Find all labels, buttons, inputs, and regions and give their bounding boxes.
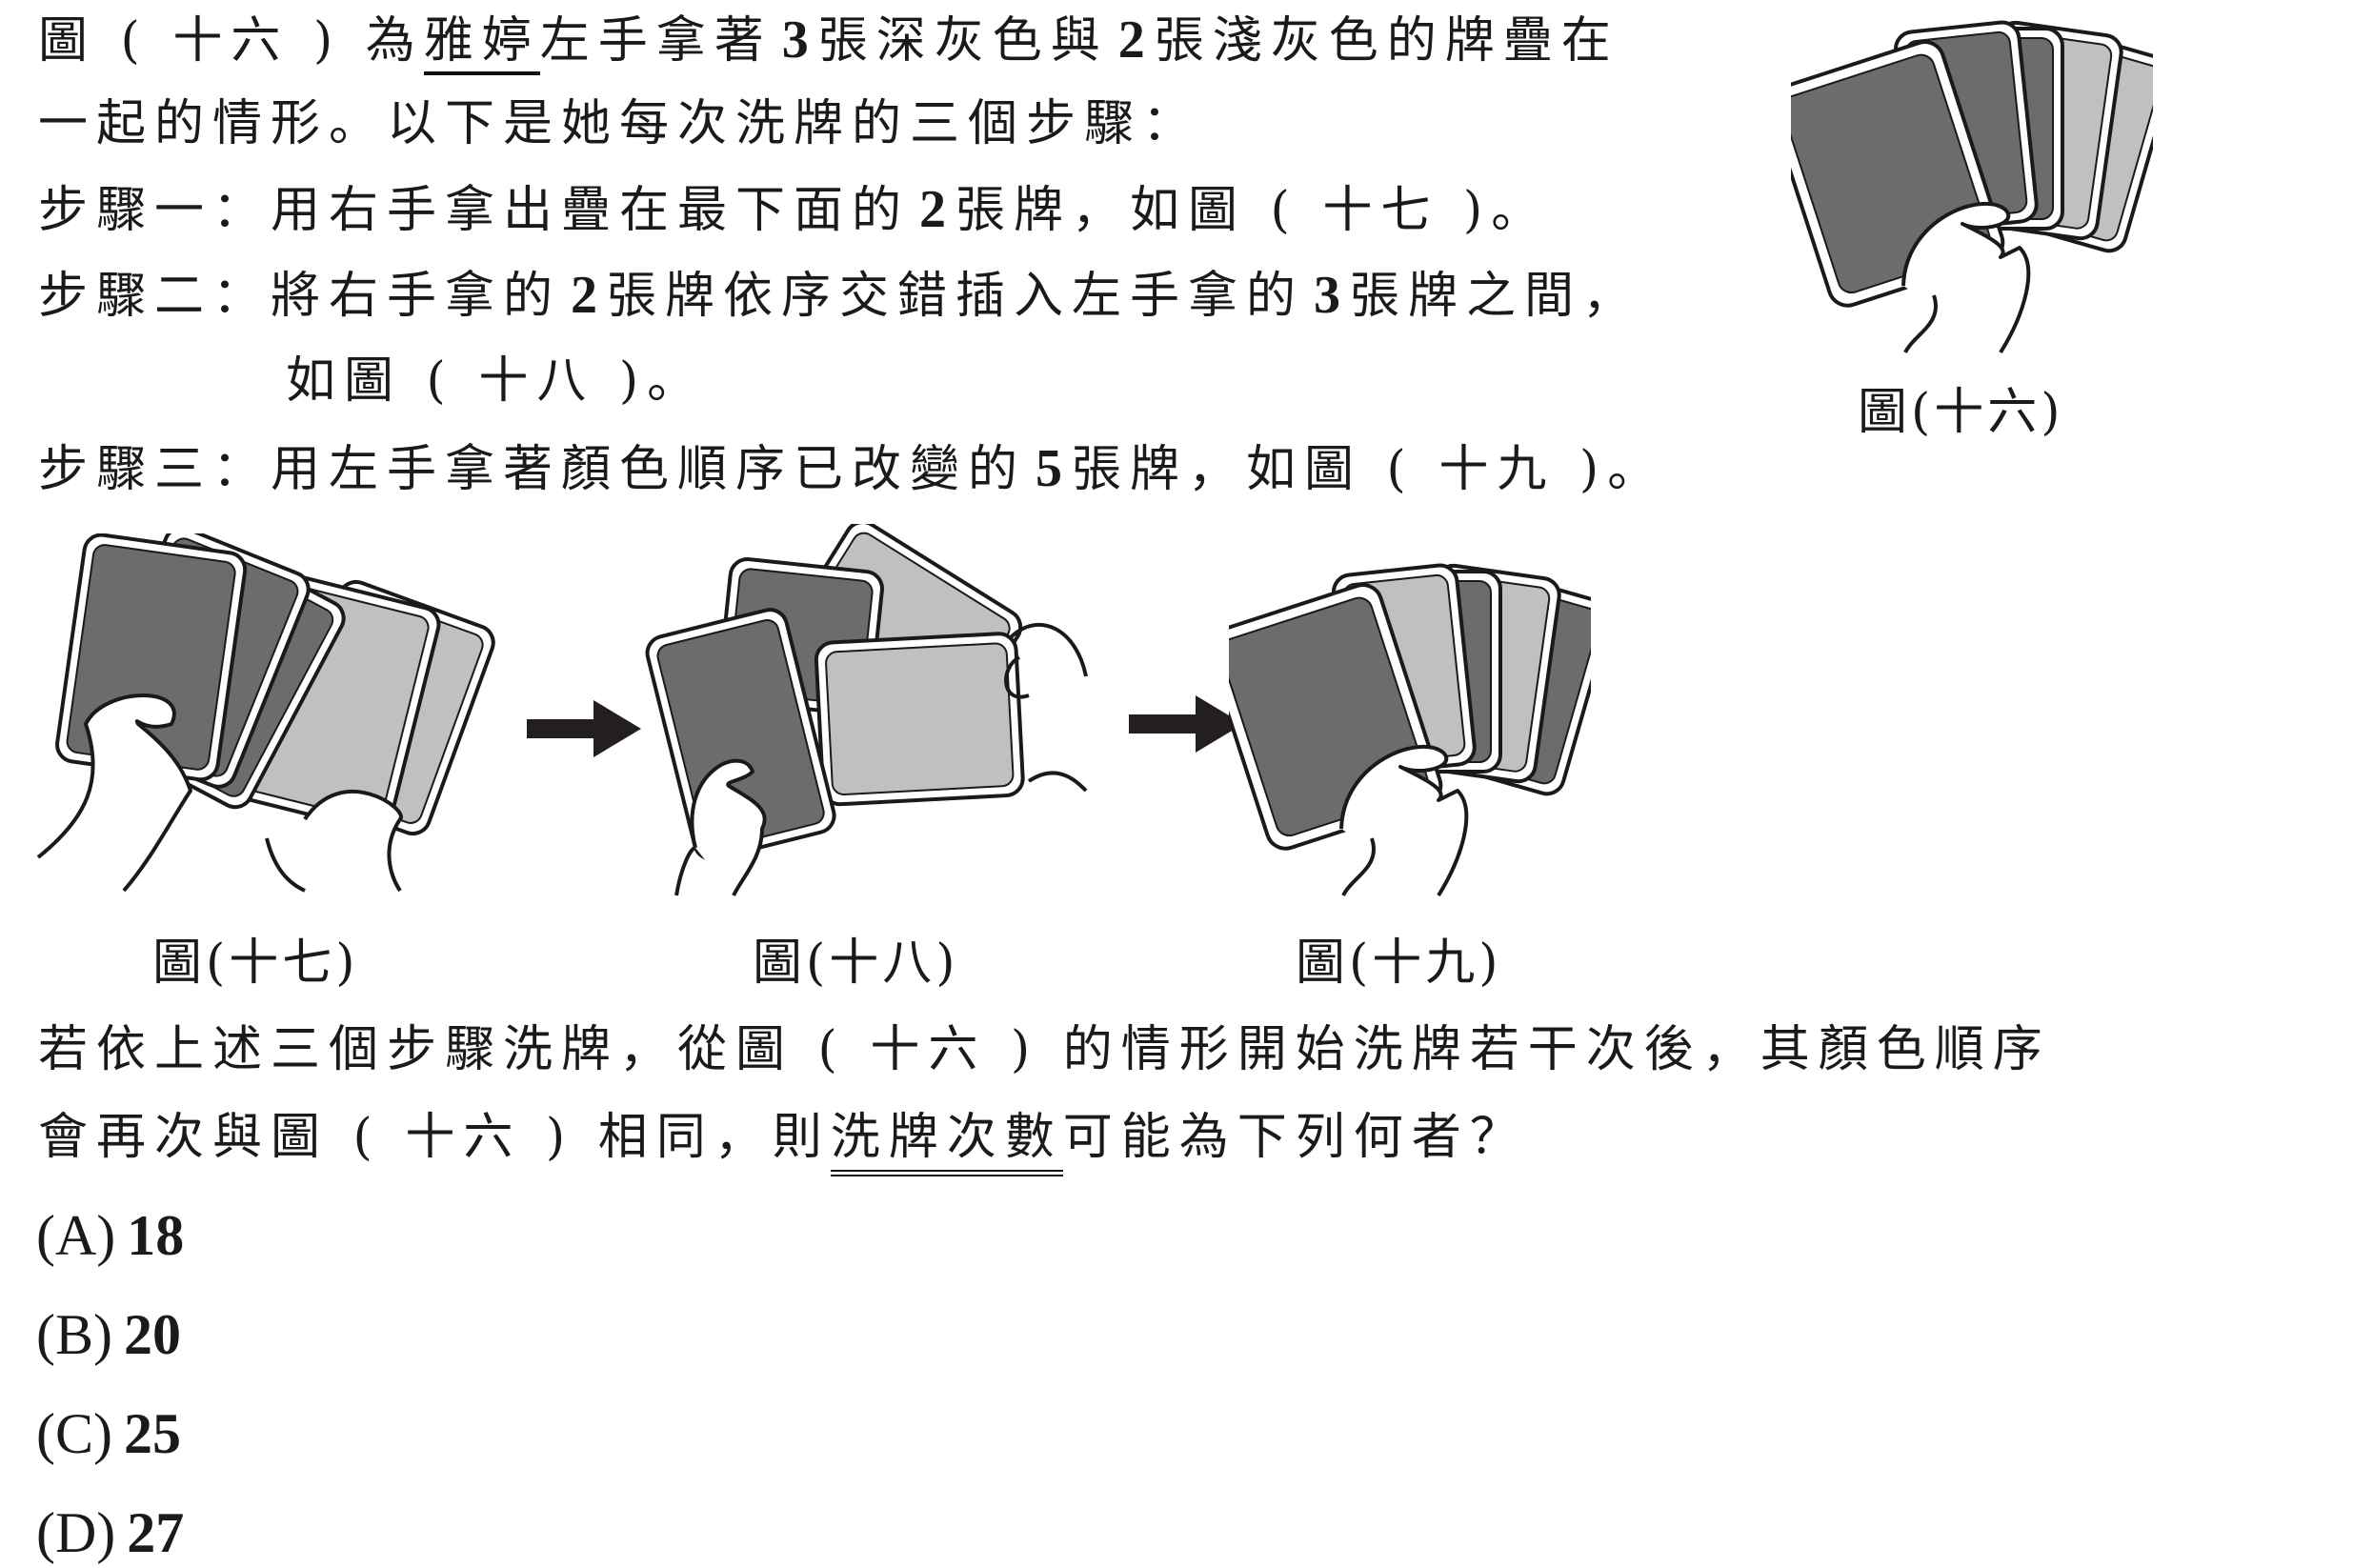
step-number: 3 <box>1314 266 1341 325</box>
figure-19-caption: 圖(十九) <box>1296 935 1502 992</box>
figure-16-illustration <box>1791 20 2153 354</box>
figure-16-caption: 圖(十六) <box>1858 384 2064 441</box>
option-label: (A) <box>36 1204 116 1267</box>
figure-17-illustration <box>36 533 495 893</box>
intro-text: 張淺灰色的牌疊在 <box>1154 12 1619 70</box>
arrow-right-icon <box>1129 695 1243 753</box>
step-text: 張牌依序交錯插入左手拿的 <box>607 268 1305 325</box>
step-number: 2 <box>571 266 598 325</box>
option-b[interactable]: (B)20 <box>36 1301 181 1368</box>
option-value: 27 <box>127 1501 185 1564</box>
option-value: 25 <box>123 1402 181 1465</box>
intro-text: 左手拿著 <box>539 12 773 70</box>
step-label: 步驟二： <box>38 268 272 325</box>
question-text: 可能為下列何者？ <box>1062 1109 1528 1166</box>
option-c[interactable]: (C)25 <box>36 1400 181 1467</box>
person-name: 雅婷 <box>423 12 540 75</box>
step-text: 張牌，如圖 ( 十七 )。 <box>955 182 1550 239</box>
step-text: 用右手拿出疊在最下面的 <box>271 182 911 239</box>
figure-17-caption: 圖(十七) <box>152 935 359 992</box>
step-number: 5 <box>1036 439 1063 498</box>
arrow-right-icon <box>527 700 641 757</box>
intro-line-2: 一起的情形。以下是她每次洗牌的三個步驟： <box>38 95 1201 152</box>
emphasized-term: 洗牌次數 <box>830 1109 1063 1176</box>
option-d[interactable]: (D)27 <box>36 1499 184 1566</box>
light-count: 2 <box>1117 10 1145 70</box>
option-a[interactable]: (A)18 <box>36 1202 184 1269</box>
option-label: (C) <box>36 1402 112 1465</box>
option-value: 18 <box>127 1204 185 1267</box>
intro-text: 張深灰色與 <box>817 12 1109 70</box>
dark-count: 3 <box>781 10 809 70</box>
option-label: (D) <box>36 1501 116 1564</box>
question-text: 會再次與圖 ( 十六 ) 相同，則 <box>38 1109 831 1166</box>
step-text: 將右手拿的 <box>271 268 562 325</box>
intro-text: 圖 ( 十六 ) 為 <box>38 12 424 70</box>
step-text: 張牌之間， <box>1350 268 1641 325</box>
step-label: 步驟三： <box>38 441 272 498</box>
question-line-1: 若依上述三個步驟洗牌，從圖 ( 十六 ) 的情形開始洗牌若干次後，其顏色順序 <box>38 1021 2051 1078</box>
figure-18-illustration <box>645 524 1088 896</box>
option-value: 20 <box>123 1303 181 1366</box>
figure-19-illustration <box>1229 563 1591 897</box>
option-label: (B) <box>36 1303 112 1366</box>
step-text: 用左手拿著顏色順序已改變的 <box>271 441 1027 498</box>
step-label: 步驟一： <box>38 182 272 239</box>
step-2-continued: 如圖 ( 十八 )。 <box>286 352 706 410</box>
figure-18-caption: 圖(十八) <box>753 935 959 992</box>
step-number: 2 <box>919 180 947 239</box>
step-text: 張牌，如圖 ( 十九 )。 <box>1072 441 1666 498</box>
question-line-2: 會再次與圖 ( 十六 ) 相同，則洗牌次數可能為下列何者？ <box>38 1107 1528 1176</box>
